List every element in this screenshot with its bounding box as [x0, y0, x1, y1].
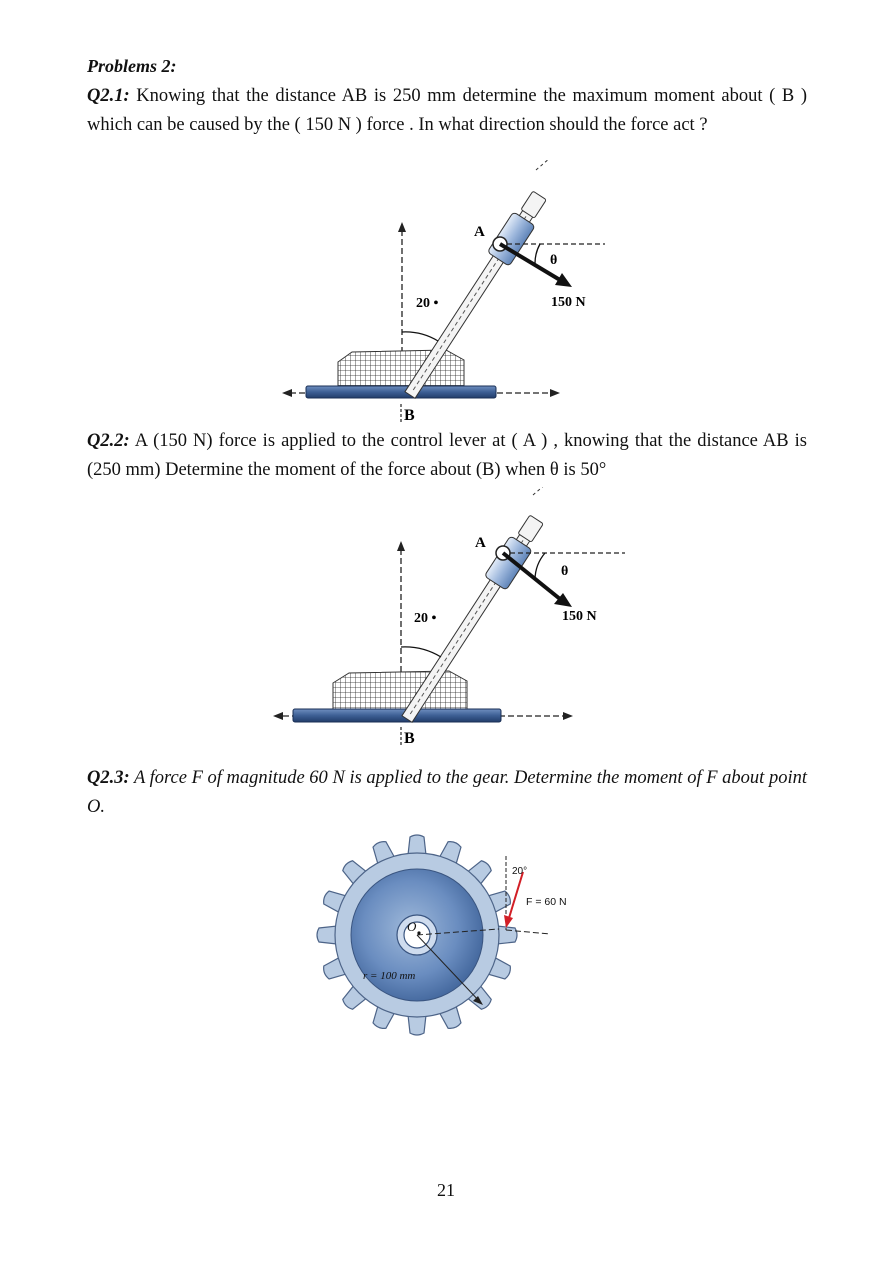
theta-label: θ	[561, 564, 568, 579]
angle-label: 20 •	[414, 611, 437, 626]
gear-teeth	[316, 834, 518, 1036]
question-text: A (150 N) force is applied to the contro…	[87, 431, 808, 480]
center-label: O	[407, 919, 417, 934]
gear-tooth	[466, 984, 492, 1010]
angle-label: 20°	[512, 866, 527, 877]
gear-tooth	[316, 925, 338, 945]
gear-tooth	[496, 925, 518, 945]
page-number: 21	[437, 1180, 455, 1200]
lever-figure-2: A θ 20 • 150 N B	[273, 487, 625, 747]
point-b-label: B	[404, 730, 415, 747]
question-2-2: Q2.2: A (150 N) force is applied to the …	[87, 427, 807, 484]
question-2-3: Q2.3: A force F of magnitude 60 N is app…	[87, 764, 807, 821]
question-2-1: Q2.1: Knowing that the distance AB is 25…	[87, 82, 807, 139]
point-a-label: A	[475, 535, 486, 551]
radius-label: r = 100 mm	[363, 970, 415, 982]
gear-tooth	[342, 860, 368, 886]
question-text: Knowing that the distance AB is 250 mm d…	[87, 86, 807, 135]
force-label: 150 N	[551, 295, 586, 310]
theta-label: θ	[550, 253, 557, 268]
question-label: Q2.2:	[87, 431, 130, 451]
gear-tooth	[407, 1014, 427, 1036]
point-a-label: A	[474, 224, 485, 240]
gear-tooth	[407, 834, 427, 856]
force-label: 150 N	[562, 609, 597, 624]
angle-label: 20 •	[416, 296, 439, 311]
question-label: Q2.3:	[87, 768, 130, 788]
page-heading: Problems 2:	[87, 56, 177, 76]
point-b-label: B	[404, 407, 415, 424]
question-label: Q2.1:	[87, 86, 130, 106]
gear-figure: O r = 100 mm 20° F = 60 N	[316, 834, 567, 1036]
gear-tooth	[342, 984, 368, 1010]
lever-figure-1: A θ 20 • 150 N B	[282, 160, 605, 424]
question-text: A force F of magnitude 60 N is applied t…	[87, 768, 807, 817]
gear-tooth	[466, 860, 492, 886]
force-label: F = 60 N	[526, 896, 567, 908]
